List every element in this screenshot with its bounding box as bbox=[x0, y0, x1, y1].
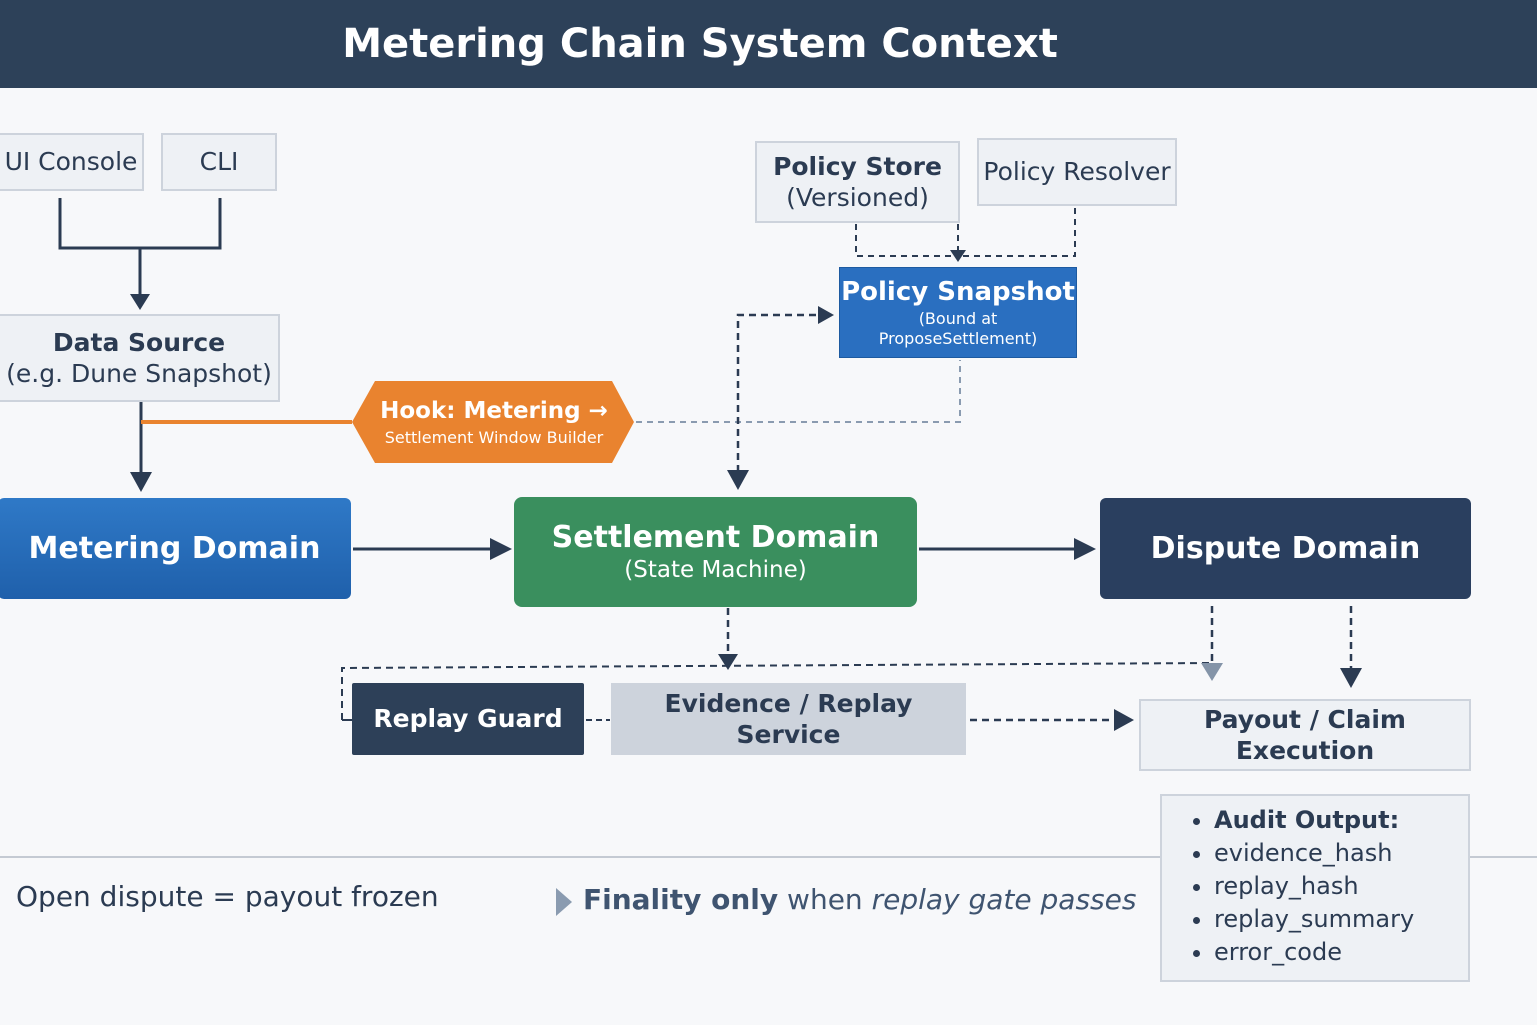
cli-label: CLI bbox=[199, 147, 239, 177]
to-snapshot-arrowhead bbox=[818, 306, 834, 324]
evidence-service-node: Evidence / Replay Service bbox=[611, 683, 966, 755]
dispute-arrowhead-1 bbox=[1201, 663, 1223, 681]
ui-console-node: UI Console bbox=[0, 133, 144, 191]
metering-arrowhead bbox=[490, 538, 512, 560]
long-dashed-connector bbox=[341, 662, 1213, 720]
snapshot-arrowhead bbox=[950, 250, 966, 262]
audit-item: replay_hash bbox=[1214, 870, 1458, 903]
hook-node: Hook: Metering → Settlement Window Build… bbox=[360, 382, 628, 462]
note-right-bold: Finality only bbox=[583, 883, 779, 916]
audit-heading: Audit Output: bbox=[1214, 804, 1458, 837]
hook-title: Hook: Metering → bbox=[380, 397, 608, 424]
to-settlement-arrowhead bbox=[727, 470, 749, 490]
payout-arrowhead bbox=[1114, 709, 1134, 731]
note-left-text: Open dispute = payout frozen bbox=[16, 880, 439, 913]
play-icon bbox=[556, 888, 572, 916]
note-right-normal: when bbox=[778, 883, 872, 916]
ui-console-label: UI Console bbox=[4, 147, 138, 177]
policy-resolver-connector bbox=[958, 208, 1076, 257]
note-right: Finality only when replay gate passes bbox=[583, 883, 1136, 916]
settlement-arrowhead bbox=[1074, 538, 1096, 560]
settlement-domain-title: Settlement Domain bbox=[551, 519, 880, 555]
policy-resolver-label: Policy Resolver bbox=[983, 157, 1171, 187]
payout-node: Payout / Claim Execution bbox=[1139, 699, 1471, 771]
dispute-arrowhead-2 bbox=[1340, 668, 1362, 688]
evidence-service-label: Evidence / Replay Service bbox=[664, 688, 913, 749]
settlement-down-arrowhead bbox=[718, 654, 738, 670]
hook-shape bbox=[352, 381, 634, 463]
merge-arrowhead bbox=[130, 294, 150, 310]
policy-resolver-node: Policy Resolver bbox=[977, 138, 1177, 206]
data-source-title: Data Source bbox=[52, 327, 226, 357]
metering-domain-node: Metering Domain bbox=[0, 498, 351, 599]
settlement-domain-subtitle: (State Machine) bbox=[624, 557, 807, 584]
policy-store-node: Policy Store (Versioned) bbox=[755, 141, 960, 223]
hook-to-snapshot-connector bbox=[636, 360, 961, 423]
replay-guard-node: Replay Guard bbox=[352, 683, 584, 755]
hook-subtitle: Settlement Window Builder bbox=[384, 427, 604, 447]
replay-guard-label: Replay Guard bbox=[373, 704, 563, 734]
settlement-snapshot-connector bbox=[736, 313, 820, 472]
metering-domain-label: Metering Domain bbox=[28, 530, 321, 566]
datasource-arrowhead bbox=[130, 472, 152, 492]
policy-snapshot-title: Policy Snapshot bbox=[841, 277, 1075, 308]
dispute-domain-node: Dispute Domain bbox=[1100, 498, 1471, 599]
policy-store-connector bbox=[855, 224, 958, 257]
audit-item: evidence_hash bbox=[1214, 837, 1458, 870]
settlement-domain-node: Settlement Domain (State Machine) bbox=[514, 497, 917, 607]
page-title: Metering Chain System Context bbox=[342, 21, 1058, 67]
cli-node: CLI bbox=[161, 133, 277, 191]
note-left: Open dispute = payout frozen bbox=[16, 880, 439, 913]
policy-store-title: Policy Store bbox=[773, 151, 942, 181]
policy-snapshot-subtitle: (Bound at ProposeSettlement) bbox=[878, 308, 1038, 348]
data-source-node: Data Source (e.g. Dune Snapshot) bbox=[0, 314, 280, 402]
title-bar bbox=[0, 0, 1537, 88]
dispute-domain-label: Dispute Domain bbox=[1150, 530, 1421, 566]
note-right-italic: replay gate passes bbox=[871, 883, 1137, 916]
data-source-subtitle: (e.g. Dune Snapshot) bbox=[6, 359, 272, 388]
ui-cli-merge-connector bbox=[58, 198, 222, 298]
policy-store-subtitle: (Versioned) bbox=[786, 183, 929, 212]
audit-item: error_code bbox=[1214, 936, 1458, 969]
payout-label: Payout / Claim Execution bbox=[1204, 704, 1406, 765]
audit-item: replay_summary bbox=[1214, 903, 1458, 936]
policy-snapshot-node: Policy Snapshot (Bound at ProposeSettlem… bbox=[839, 267, 1077, 358]
audit-output-box: Audit Output: evidence_hash replay_hash … bbox=[1160, 794, 1470, 982]
